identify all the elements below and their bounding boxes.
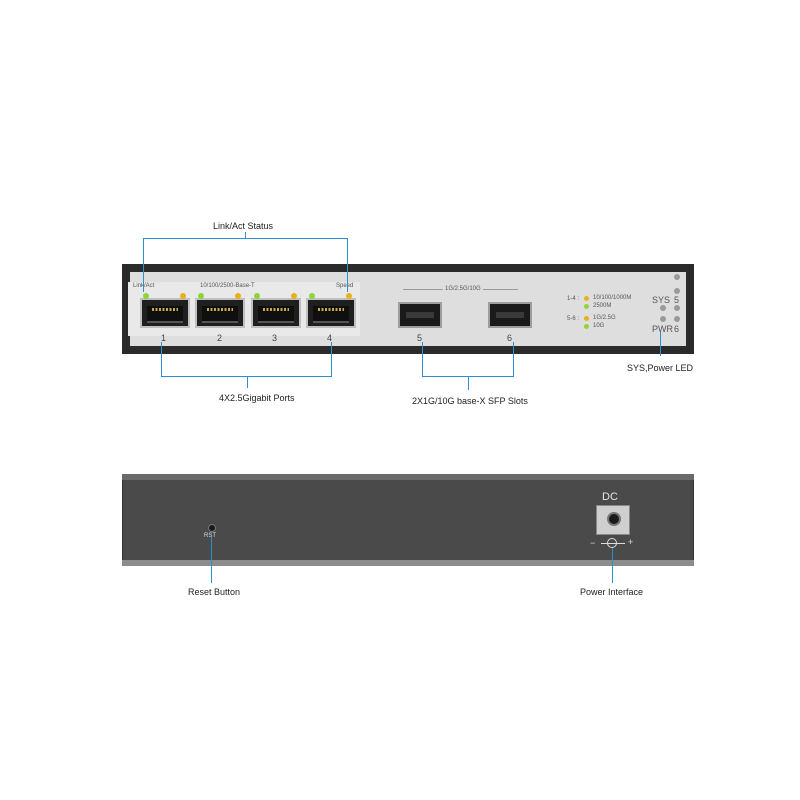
port-number-5: 5	[417, 333, 423, 343]
sfp-slot-5[interactable]	[398, 302, 442, 328]
callout-link-act-status: Link/Act Status	[213, 221, 274, 231]
pwr-led-2	[674, 316, 680, 322]
legend-ports-5-6-line2: 10G	[593, 323, 605, 329]
legend-ports-1-4-line1: 10/100/1000M	[593, 295, 632, 301]
callout-line	[211, 537, 212, 583]
reset-button[interactable]	[208, 524, 216, 532]
rj45-pins	[318, 308, 344, 311]
speed-led-3	[291, 293, 297, 299]
front-panel-left-edge	[122, 264, 130, 354]
rj45-port-1[interactable]	[140, 298, 190, 328]
back-panel-top-edge	[122, 474, 694, 480]
sys-led-3	[674, 305, 680, 311]
front-panel-right-edge	[686, 264, 694, 354]
legend-ports-1-4-prefix: 1-4 :	[567, 296, 580, 302]
polarity-minus: −	[590, 538, 596, 548]
rst-label: RST	[204, 533, 216, 539]
callout-line	[612, 548, 613, 583]
rj45-port-4[interactable]	[306, 298, 356, 328]
callout-line	[245, 232, 246, 238]
dc-power-jack[interactable]	[596, 505, 630, 535]
legend-amber-led	[584, 316, 589, 321]
callout-line	[143, 238, 144, 292]
port-number-4: 4	[327, 333, 333, 343]
port-number-2: 2	[217, 333, 223, 343]
callout-line	[513, 342, 514, 376]
front-panel-bottom-edge	[122, 346, 694, 354]
sys-label: SYS	[652, 295, 671, 305]
callout-line	[347, 238, 348, 292]
polarity-plus: +	[628, 537, 634, 547]
pwr-label: PWR	[652, 324, 673, 334]
speed-label: Speed	[336, 283, 354, 289]
rj45-type-label: 10/100/2500-Base-T	[200, 283, 255, 289]
link-led-3	[254, 293, 260, 299]
front-panel-top-edge	[122, 264, 694, 272]
rj45-pins	[263, 308, 289, 311]
legend-ports-5-6-line1: 1G/2.5G	[593, 315, 616, 321]
speed-led-1	[180, 293, 186, 299]
legend-ports-5-6-prefix: 5-6 :	[567, 316, 580, 322]
sfp-cage	[406, 312, 434, 318]
sfp-speed-label: 1G/2.5G/10G	[443, 286, 483, 292]
rj45-port-2[interactable]	[195, 298, 245, 328]
polarity-ring	[607, 538, 617, 548]
rj45-port-3[interactable]	[251, 298, 301, 328]
sys-led-2	[660, 305, 666, 311]
legend-green-led	[584, 324, 589, 329]
sfp-cage	[496, 312, 524, 318]
callout-line	[247, 376, 248, 388]
link-led-1	[143, 293, 149, 299]
sys-led-1	[674, 288, 680, 294]
port-number-3: 3	[272, 333, 278, 343]
callout-line	[161, 342, 162, 376]
rj45-pins	[207, 308, 233, 311]
link-led-4	[309, 293, 315, 299]
callout-ports: 4X2.5Gigabit Ports	[219, 393, 295, 403]
callout-line	[143, 238, 348, 239]
callout-line	[331, 342, 332, 376]
dc-label: DC	[602, 491, 618, 503]
sys-num: 5	[674, 295, 680, 305]
callout-sfp-slots: 2X1G/10G base-X SFP Slots	[412, 396, 528, 406]
callout-power-interface: Power Interface	[580, 587, 644, 597]
callout-line	[161, 376, 332, 377]
callout-line	[660, 332, 661, 356]
legend-ports-1-4-line2: 2500M	[593, 303, 612, 309]
legend-amber-led	[584, 296, 589, 301]
callout-sys-power-led: SYS,Power LED	[627, 363, 694, 373]
back-panel-bottom-edge	[122, 560, 694, 566]
callout-line	[422, 342, 423, 376]
port-number-6: 6	[507, 333, 513, 343]
link-led-2	[198, 293, 204, 299]
pwr-num: 6	[674, 324, 680, 334]
callout-line	[468, 376, 469, 390]
rj45-pins	[152, 308, 178, 311]
sys-led-top	[674, 274, 680, 280]
callout-reset-button: Reset Button	[188, 587, 241, 597]
sfp-slot-6[interactable]	[488, 302, 532, 328]
port-number-1: 1	[161, 333, 167, 343]
pwr-led-1	[660, 316, 666, 322]
legend-green-led	[584, 304, 589, 309]
speed-led-4	[346, 293, 352, 299]
speed-led-2	[235, 293, 241, 299]
dc-jack-hole	[607, 512, 621, 526]
